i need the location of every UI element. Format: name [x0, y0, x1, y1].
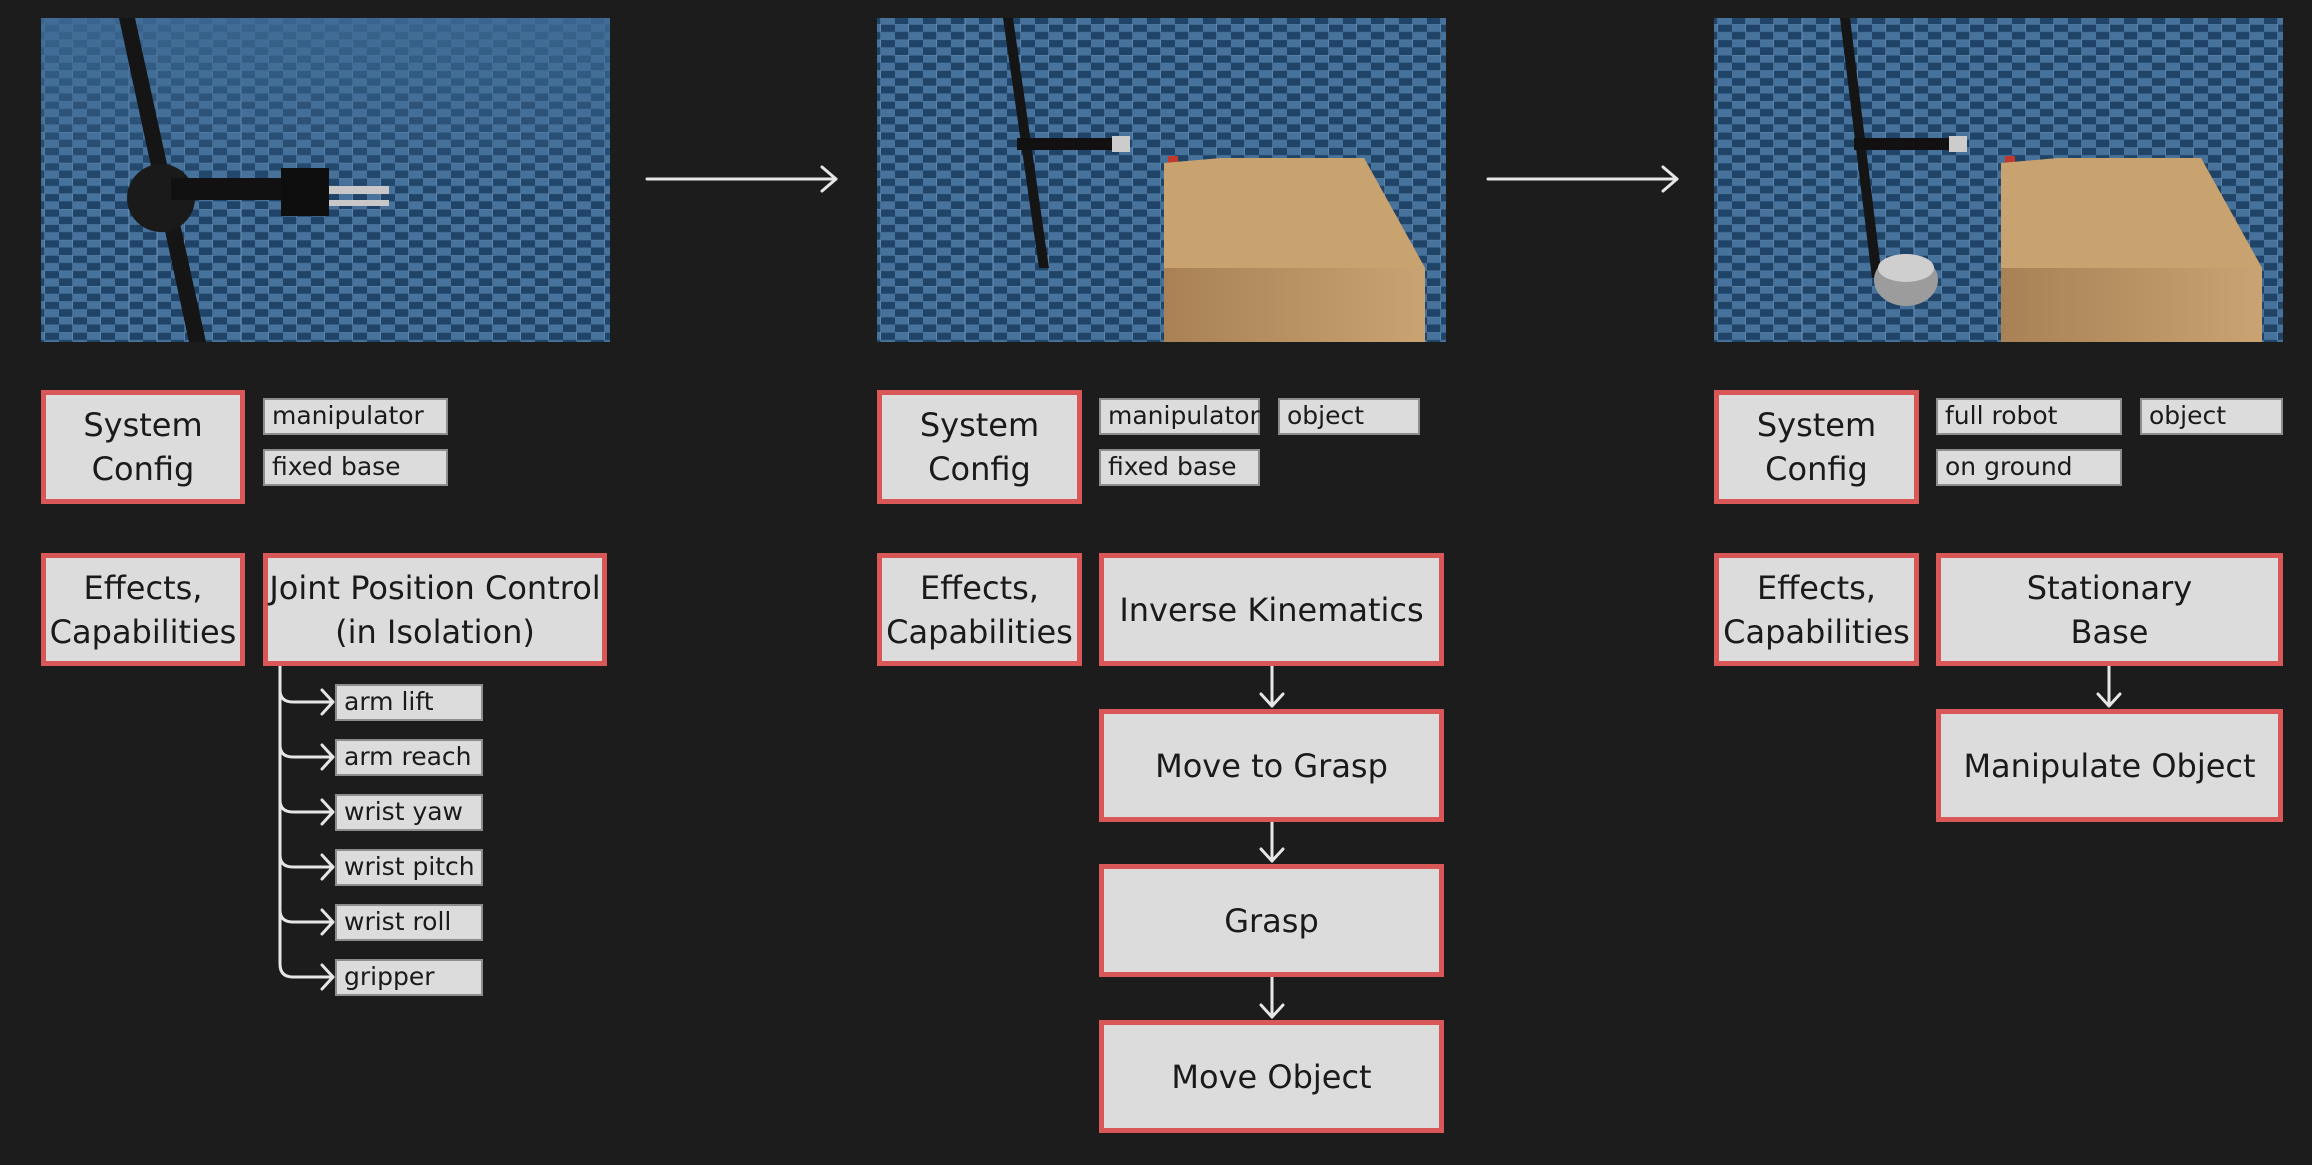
system-config-text: System Config [1757, 403, 1876, 491]
step-text: Manipulate Object [1963, 744, 2255, 788]
step-move-to-grasp: Move to Grasp [1099, 709, 1444, 822]
arrow-panel2-to-panel3 [1488, 167, 1677, 191]
joint-tag-arm-lift: arm lift [335, 684, 483, 721]
panel3-flow-arrow [2098, 666, 2120, 706]
step-text: Grasp [1224, 899, 1319, 943]
config-tag-object: object [2140, 398, 2283, 435]
config-tag-object: object [1278, 398, 1420, 435]
system-config-label: System Config [41, 390, 245, 504]
system-config-text: System Config [83, 403, 202, 491]
step-text: Move Object [1171, 1055, 1371, 1099]
system-config-label: System Config [1714, 390, 1919, 504]
effects-capabilities-text: Effects, Capabilities [50, 566, 237, 654]
joint-tag-wrist-roll: wrist roll [335, 904, 483, 941]
effects-capabilities-label: Effects, Capabilities [877, 553, 1082, 666]
config-tag-fixed-base: fixed base [263, 449, 448, 486]
joint-tag-wrist-pitch: wrist pitch [335, 849, 483, 886]
effects-capabilities-label: Effects, Capabilities [1714, 553, 1919, 666]
config-tag-manipulator: manipulator [263, 398, 448, 435]
system-config-text: System Config [920, 403, 1039, 491]
joint-tag-wrist-yaw: wrist yaw [335, 794, 483, 831]
step-text: Inverse Kinematics [1119, 588, 1423, 632]
effects-capabilities-text: Effects, Capabilities [886, 566, 1073, 654]
joint-tag-gripper: gripper [335, 959, 483, 996]
joint-tag-arm-reach: arm reach [335, 739, 483, 776]
config-tag-fixed-base: fixed base [1099, 449, 1260, 486]
step-grasp: Grasp [1099, 864, 1444, 977]
effects-capabilities-text: Effects, Capabilities [1723, 566, 1910, 654]
joint-tree-lines [280, 666, 333, 989]
system-config-label: System Config [877, 390, 1082, 504]
config-tag-on-ground: on ground [1936, 449, 2122, 486]
step-manipulate-object: Manipulate Object [1936, 709, 2283, 822]
capability-joint-position-control: Joint Position Control (in Isolation) [263, 553, 607, 666]
config-tag-manipulator: manipulator [1099, 398, 1260, 435]
arrow-panel1-to-panel2 [647, 167, 836, 191]
step-stationary-base: Stationary Base [1936, 553, 2283, 666]
step-text: Stationary Base [2027, 566, 2192, 654]
capability-text: Joint Position Control (in Isolation) [269, 566, 600, 654]
config-tag-full-robot: full robot [1936, 398, 2122, 435]
step-text: Move to Grasp [1155, 744, 1388, 788]
step-inverse-kinematics: Inverse Kinematics [1099, 553, 1444, 666]
effects-capabilities-label: Effects, Capabilities [41, 553, 245, 666]
step-move-object: Move Object [1099, 1020, 1444, 1133]
